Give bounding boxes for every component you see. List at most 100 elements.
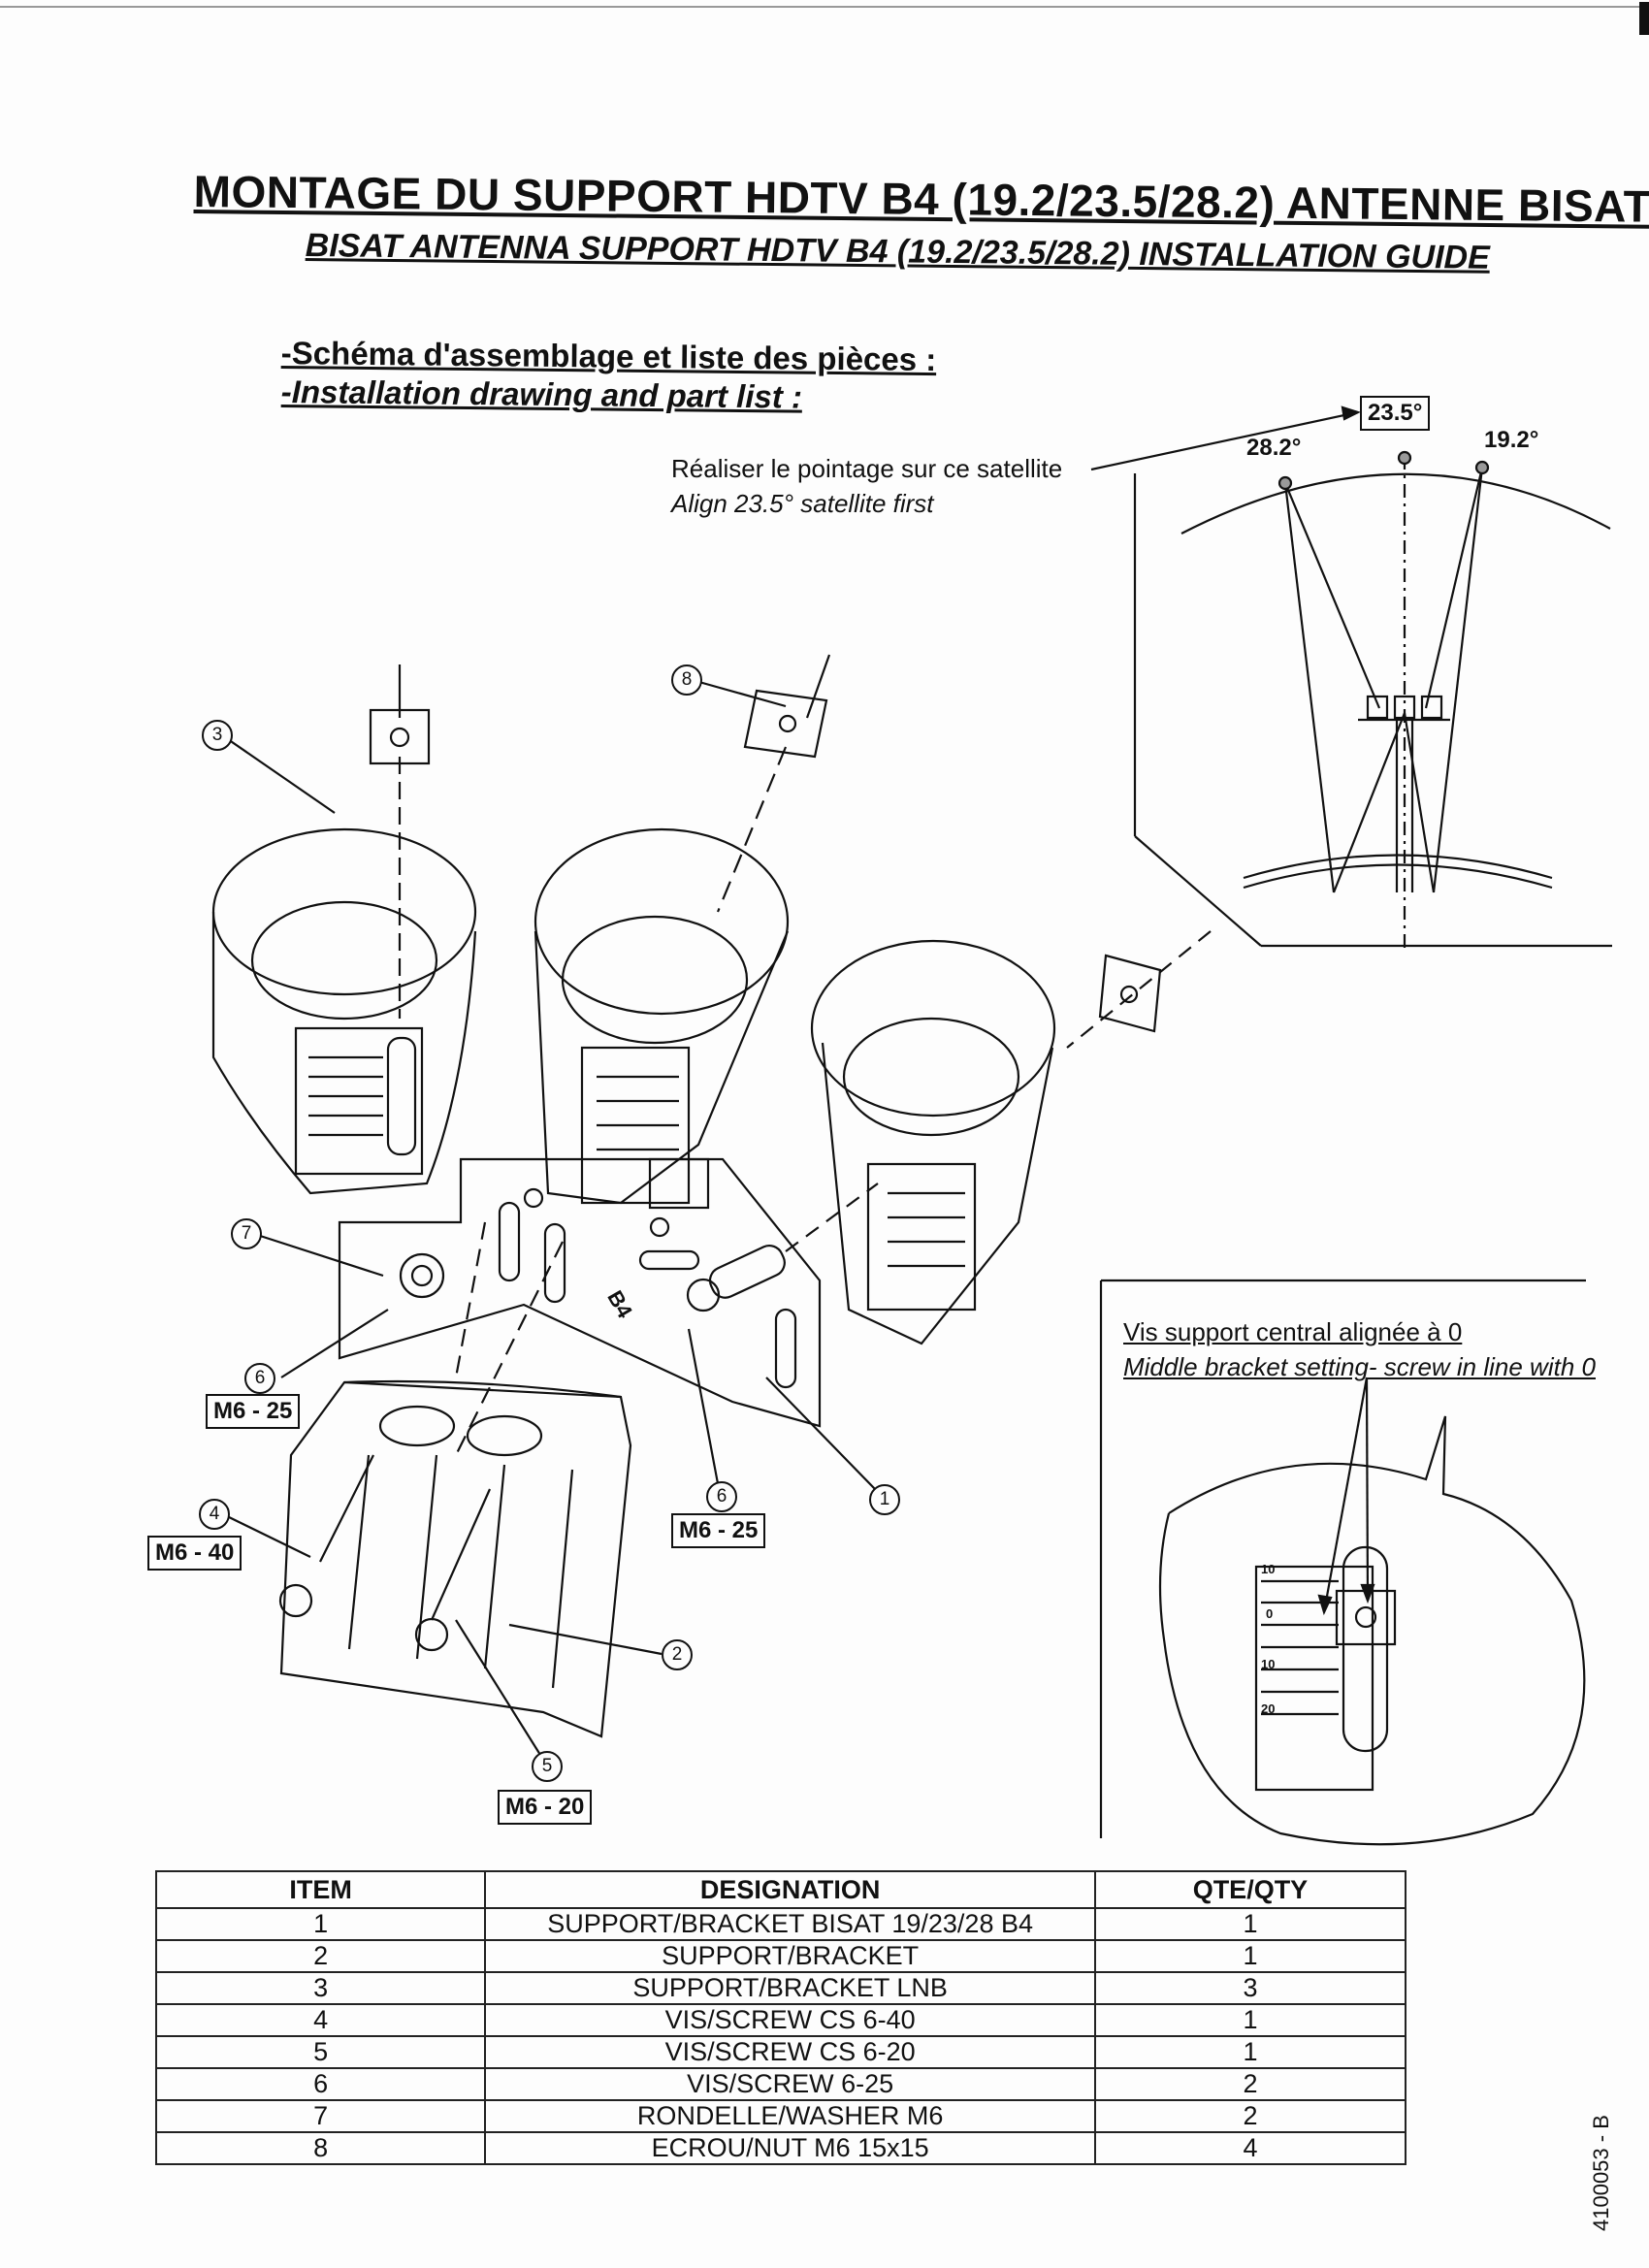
cell-designation: SUPPORT/BRACKET BISAT 19/23/28 B4 <box>484 1907 1096 1941</box>
pointer-line <box>1090 410 1359 471</box>
table-header-row: ITEM DESIGNATION QTE/QTY <box>154 1870 1407 1909</box>
cell-item: 8 <box>154 2131 487 2165</box>
scale-label-1: 10 <box>1261 1562 1275 1576</box>
ray-right-a <box>1432 467 1484 893</box>
scale-label-4: 20 <box>1261 1701 1275 1716</box>
bracket-marking: B4 <box>602 1286 637 1323</box>
callout-3: 3 <box>202 720 233 751</box>
dish-frame-diagonal <box>1134 835 1262 947</box>
cell-item: 5 <box>154 2035 487 2069</box>
lnb-center <box>1393 695 1416 720</box>
cell-item: 7 <box>154 2099 487 2133</box>
cell-qty: 2 <box>1093 2099 1407 2133</box>
leader-6b <box>687 1328 722 1495</box>
scale-label-3: 10 <box>1261 1657 1275 1671</box>
cell-qty: 1 <box>1093 2003 1407 2037</box>
detail-note-fr: Vis support central alignée à 0 <box>1123 1317 1463 1346</box>
cell-item: 3 <box>154 1971 487 2005</box>
header-qty: QTE/QTY <box>1093 1870 1407 1909</box>
axis-right <box>1066 930 1212 1049</box>
screw-label-m6-40: M6 - 40 <box>147 1536 242 1571</box>
screw-label-m6-20: M6 - 20 <box>498 1790 593 1825</box>
detail-slot <box>1342 1545 1389 1753</box>
satellite-label-23: 23.5° <box>1360 396 1431 431</box>
cell-qty: 2 <box>1093 2067 1407 2101</box>
ray-left-b <box>1283 482 1381 709</box>
screw-label-m6-25-right: M6 - 25 <box>671 1513 766 1548</box>
cell-designation: ECROU/NUT M6 15x15 <box>484 2131 1096 2165</box>
ray-right-b <box>1424 467 1484 709</box>
bolt-line-8 <box>805 654 831 719</box>
document-reference: 4100053 - B <box>1589 2115 1613 2231</box>
lnb-clamp-right <box>810 939 1056 1345</box>
cell-item: 6 <box>154 2067 487 2101</box>
detail-circle <box>1158 1415 1586 1846</box>
detail-scale-plate <box>1254 1565 1374 1792</box>
leader-6a <box>280 1309 389 1378</box>
callout-6b: 6 <box>706 1481 737 1512</box>
callout-8: 8 <box>671 664 702 696</box>
sat-marker-28 <box>1277 475 1293 491</box>
nut-top-left <box>369 708 431 765</box>
nut-right <box>1098 954 1162 1033</box>
callout-2: 2 <box>662 1639 693 1670</box>
sat-marker-23 <box>1397 450 1412 466</box>
satellite-label-19: 19.2° <box>1484 427 1539 453</box>
axis-8 <box>716 746 788 913</box>
leader-7 <box>253 1232 384 1278</box>
cell-designation: VIS/SCREW CS 6-40 <box>484 2003 1096 2037</box>
leader-1 <box>765 1377 876 1490</box>
cell-designation: VIS/SCREW 6-25 <box>484 2067 1096 2101</box>
satellite-label-28: 28.2° <box>1246 435 1302 461</box>
leader-5 <box>455 1619 546 1764</box>
nut-item-8 <box>743 689 828 759</box>
cell-qty: 3 <box>1093 1971 1407 2005</box>
leader-3 <box>224 736 336 814</box>
lower-bracket-item-2 <box>278 1221 632 1738</box>
scale-label-2: 0 <box>1266 1606 1273 1621</box>
detail-screw <box>1354 1605 1377 1629</box>
leader-8 <box>688 677 787 708</box>
ray-left-a <box>1283 482 1336 893</box>
detail-arrow-2 <box>1365 1377 1370 1602</box>
header-designation: DESIGNATION <box>484 1870 1096 1909</box>
nut-hole-a <box>389 727 410 748</box>
cell-qty: 1 <box>1093 2035 1407 2069</box>
leader-2 <box>508 1623 663 1656</box>
nut-hole-b <box>778 714 797 733</box>
cell-item: 4 <box>154 2003 487 2037</box>
screw-label-m6-25-left: M6 - 25 <box>206 1394 301 1429</box>
detail-arrow-1 <box>1322 1377 1369 1613</box>
page-top-rule <box>0 6 1649 8</box>
cell-designation: VIS/SCREW CS 6-20 <box>484 2035 1096 2069</box>
cell-qty: 4 <box>1093 2131 1407 2165</box>
cell-qty: 1 <box>1093 1939 1407 1973</box>
orbit-arc <box>1180 472 1611 535</box>
nut-hole-c <box>1119 985 1139 1004</box>
callout-6a: 6 <box>244 1363 275 1394</box>
leader-4 <box>224 1514 311 1558</box>
cell-designation: RONDELLE/WASHER M6 <box>484 2099 1096 2133</box>
callout-5: 5 <box>532 1751 563 1782</box>
pointing-note-en: Align 23.5° satellite first <box>671 489 934 518</box>
cell-qty: 1 <box>1093 1907 1407 1941</box>
ray-reflect-left <box>1332 712 1406 893</box>
callout-4: 4 <box>199 1499 230 1530</box>
header-item: ITEM <box>154 1870 487 1909</box>
callout-7: 7 <box>231 1218 262 1249</box>
cell-designation: SUPPORT/BRACKET <box>484 1939 1096 1973</box>
cell-designation: SUPPORT/BRACKET LNB <box>484 1971 1096 2005</box>
ray-reflect-right <box>1403 712 1436 893</box>
registration-mark <box>1639 2 1649 35</box>
pointer-arrowhead <box>1341 405 1361 421</box>
